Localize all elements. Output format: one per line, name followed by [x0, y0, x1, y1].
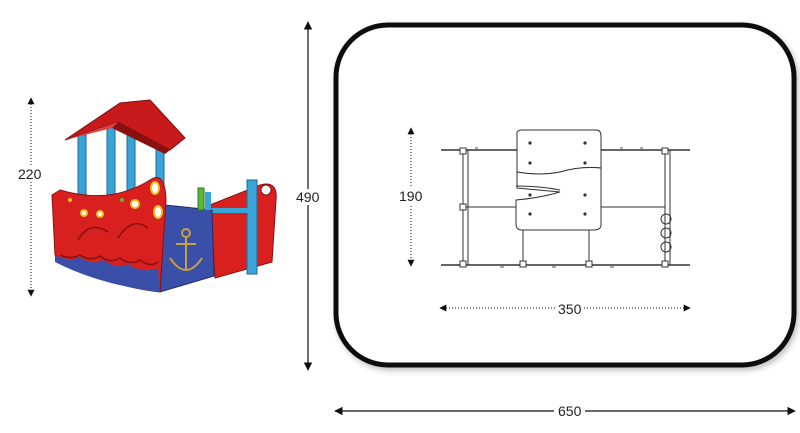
- rail: [210, 208, 250, 213]
- hull-decoration: [59, 223, 159, 266]
- plan-depth-label: 190: [399, 188, 423, 204]
- depth-label: 490: [296, 189, 320, 205]
- boat-illustration: [51, 99, 277, 293]
- height-label: 220: [18, 166, 42, 182]
- overall-width-label: 650: [554, 403, 586, 419]
- plan-view: [441, 129, 690, 268]
- stern-post: [246, 179, 258, 275]
- plan-width-label: 350: [556, 301, 584, 317]
- stern-panel: [209, 183, 277, 279]
- wave-band: [55, 255, 160, 292]
- portholes: [80, 181, 163, 219]
- anchor-icon: [169, 228, 203, 271]
